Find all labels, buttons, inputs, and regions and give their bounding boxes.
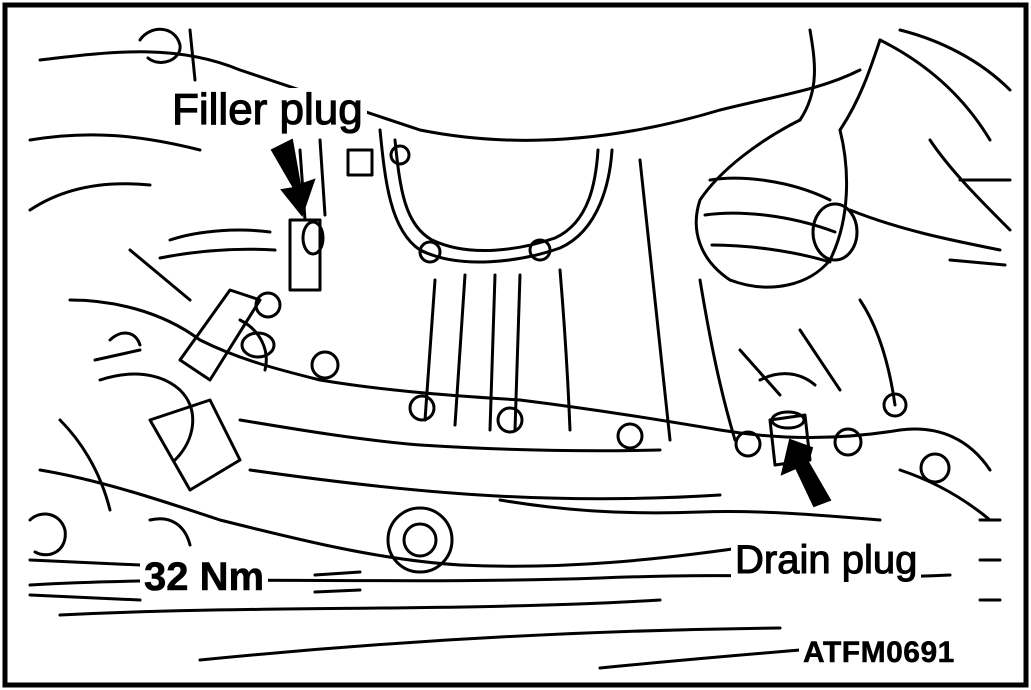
filler-plug-arrow xyxy=(270,138,316,218)
drain-plug-arrow xyxy=(780,438,832,508)
figure-code-label: ATFM0691 xyxy=(799,637,959,668)
torque-spec-label: 32 Nm xyxy=(140,557,269,597)
drawing-linework xyxy=(28,27,1012,670)
drain-plug-label: Drain plug xyxy=(731,539,922,581)
filler-plug-label: Filler plug xyxy=(168,87,367,132)
